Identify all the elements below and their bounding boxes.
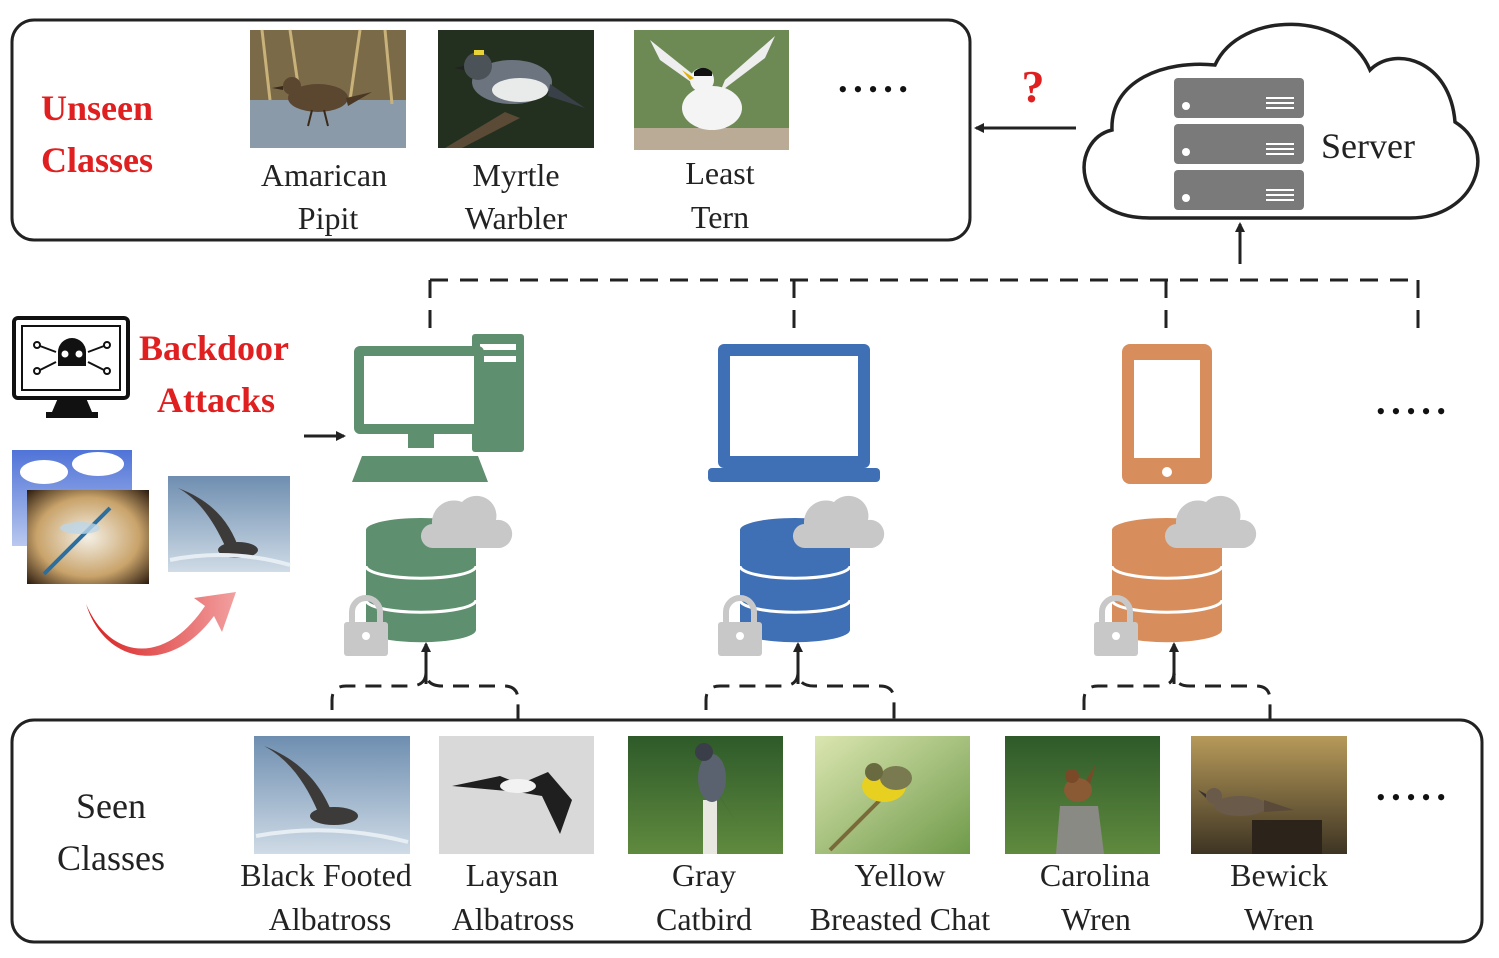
cloud-storage-icon: [1164, 495, 1257, 549]
poison-arrow: [86, 592, 236, 656]
bird-photo: [634, 30, 789, 150]
bird-photo: [439, 736, 594, 854]
bird-name: Myrtle: [472, 157, 559, 193]
bird-name: Wren: [1061, 901, 1131, 937]
bird-photo: [438, 30, 594, 148]
server-cloud: Server: [1082, 22, 1480, 220]
bird-name: Laysan: [466, 857, 558, 893]
smartphone-icon: [1122, 344, 1212, 484]
bird-photo: [815, 736, 970, 854]
bird-name: Gray: [672, 857, 736, 893]
lock-icon: [1094, 595, 1138, 656]
desktop-computer-icon: [352, 334, 524, 482]
unseen-classes-panel: Unseen Classes: [10, 18, 972, 242]
seen-classes-panel: Seen Classes: [10, 718, 1484, 944]
bird-name: Tern: [691, 199, 749, 235]
bird-name: Black Footed: [240, 857, 412, 893]
seen-label: Classes: [57, 838, 165, 878]
seen-label: Seen: [76, 786, 146, 826]
poisoned-photo: [168, 476, 291, 572]
lock-icon: [718, 595, 762, 656]
cloud-storage-icon: [420, 495, 513, 549]
bird-name: Catbird: [656, 901, 752, 937]
more-clients-ellipsis: •••••: [1376, 397, 1452, 426]
bird-name: Amarican: [261, 157, 387, 193]
unseen-label: Classes: [41, 140, 153, 180]
trigger-photo: [27, 490, 149, 584]
bird-name: Yellow: [855, 857, 946, 893]
question-mark: ?: [1022, 61, 1045, 112]
bird-name: Bewick: [1230, 857, 1328, 893]
bird-name: Least: [685, 155, 754, 191]
bird-name: Albatross: [452, 901, 575, 937]
bird-photo: [1191, 736, 1347, 854]
unseen-label: Unseen: [41, 88, 153, 128]
bird-name: Warbler: [465, 200, 568, 236]
more-ellipsis: •••••: [838, 75, 914, 104]
server-label: Server: [1321, 126, 1415, 166]
cloud-storage-icon: [792, 495, 885, 549]
laptop-icon: [708, 344, 880, 482]
bird-name: Wren: [1244, 901, 1314, 937]
backdoor-label: Backdoor: [139, 328, 289, 368]
bird-photo: [1005, 736, 1160, 854]
aggregation-links: [428, 278, 1420, 340]
server-icon: [1174, 78, 1304, 210]
lock-icon: [344, 595, 388, 656]
bird-name: Carolina: [1040, 857, 1150, 893]
bird-photo: [250, 29, 406, 148]
data-braces: [330, 671, 1272, 736]
bird-name: Albatross: [269, 901, 392, 937]
more-ellipsis: •••••: [1376, 783, 1452, 812]
bird-photo: [254, 736, 410, 854]
backdoor-label: Attacks: [157, 380, 275, 420]
backdoor-monitor-icon: [12, 316, 130, 418]
bird-name: Pipit: [298, 200, 359, 236]
bird-name: Breasted Chat: [810, 901, 991, 937]
bird-photo: [628, 736, 783, 854]
